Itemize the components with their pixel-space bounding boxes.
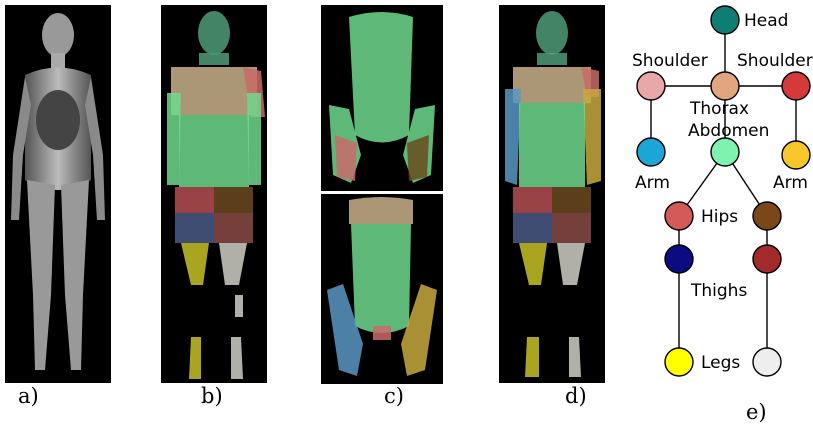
segment-hand-right <box>407 135 429 181</box>
segment-thighs-left <box>513 213 552 243</box>
node-shoulder-right <box>782 72 810 100</box>
label-head: Head <box>744 11 788 31</box>
node-shoulder-left <box>637 72 665 100</box>
segment-arm-left <box>505 89 521 185</box>
segment-feet-left <box>525 337 539 377</box>
segment-neck <box>199 53 229 65</box>
segment-thighs-left <box>175 213 214 243</box>
label-hips: Hips <box>701 207 738 227</box>
body-part-tree-diagram: Head Shoulder Shoulder Thorax Abdomen Ar… <box>620 0 813 395</box>
segment-legs-right <box>557 243 585 285</box>
segment-legs-right <box>219 243 247 285</box>
segment-torso <box>349 12 413 143</box>
node-hips-left <box>665 202 693 230</box>
segment-head <box>198 11 230 55</box>
segment-thighs-right <box>552 213 591 243</box>
segment-feet-right <box>569 337 581 377</box>
panel-d-segmentation <box>499 5 605 383</box>
segment-head <box>536 11 568 55</box>
label-legs: Legs <box>701 353 740 373</box>
label-arm-right: Arm <box>773 173 808 193</box>
node-legs-left <box>665 348 693 376</box>
segment-legs-left <box>181 243 209 285</box>
node-head <box>711 6 739 34</box>
node-abdomen <box>711 138 739 166</box>
segment-shoulder <box>513 67 591 103</box>
segment-hips-left <box>513 187 552 213</box>
segment-arm-right <box>247 93 261 185</box>
node-thighs-right <box>753 245 781 273</box>
segmented-body-image-d <box>499 5 605 383</box>
segment-shoulder <box>349 197 413 224</box>
node-arm-right <box>782 141 810 169</box>
segment-arm-left <box>167 93 181 185</box>
segment-feet-left <box>189 337 201 379</box>
segment-arm-right <box>583 89 601 185</box>
label-abdomen: Abdomen <box>688 121 769 141</box>
node-arm-left <box>637 138 665 166</box>
segment-feet-right <box>231 337 243 379</box>
segment-shoulder <box>171 67 257 115</box>
tree-labels: Head Shoulder Shoulder Thorax Abdomen Ar… <box>632 11 813 373</box>
segment-hand-left <box>335 135 357 181</box>
caption-a: a) <box>18 384 39 408</box>
torso-arms-image-bottom <box>321 194 443 384</box>
caption-e: e) <box>746 400 767 424</box>
node-thighs-left <box>665 245 693 273</box>
segment-thorax-abdomen <box>519 103 585 187</box>
caption-c: c) <box>384 384 404 408</box>
segment-hips-left <box>175 187 214 213</box>
label-thorax: Thorax <box>689 99 749 119</box>
segment-pelvis <box>373 326 391 340</box>
node-hips-right <box>753 202 781 230</box>
panel-c-top <box>321 5 443 191</box>
segmented-body-image <box>161 5 267 383</box>
label-shoulder-right: Shoulder <box>737 51 813 71</box>
panel-a-mri <box>5 5 111 383</box>
label-thighs: Thighs <box>690 281 747 301</box>
segment-neck <box>537 53 567 65</box>
mri-body-image <box>5 5 111 383</box>
caption-b: b) <box>201 384 223 408</box>
node-thorax <box>711 72 739 100</box>
segment-torso <box>351 224 411 333</box>
panel-c-bottom <box>321 194 443 384</box>
segment-legs-left <box>519 243 547 285</box>
label-arm-left: Arm <box>635 173 670 193</box>
segment-thighs-right <box>214 213 253 243</box>
caption-d: d) <box>565 384 587 408</box>
segment-hips-right <box>552 187 591 213</box>
label-shoulder-left: Shoulder <box>632 51 708 71</box>
panel-b-segmentation <box>161 5 267 383</box>
segment-thorax-abdomen <box>179 115 249 187</box>
segment-hips-right <box>214 187 253 213</box>
segment-shin-right <box>235 295 243 317</box>
torso-arms-image-top <box>321 5 443 191</box>
node-legs-right <box>753 348 781 376</box>
